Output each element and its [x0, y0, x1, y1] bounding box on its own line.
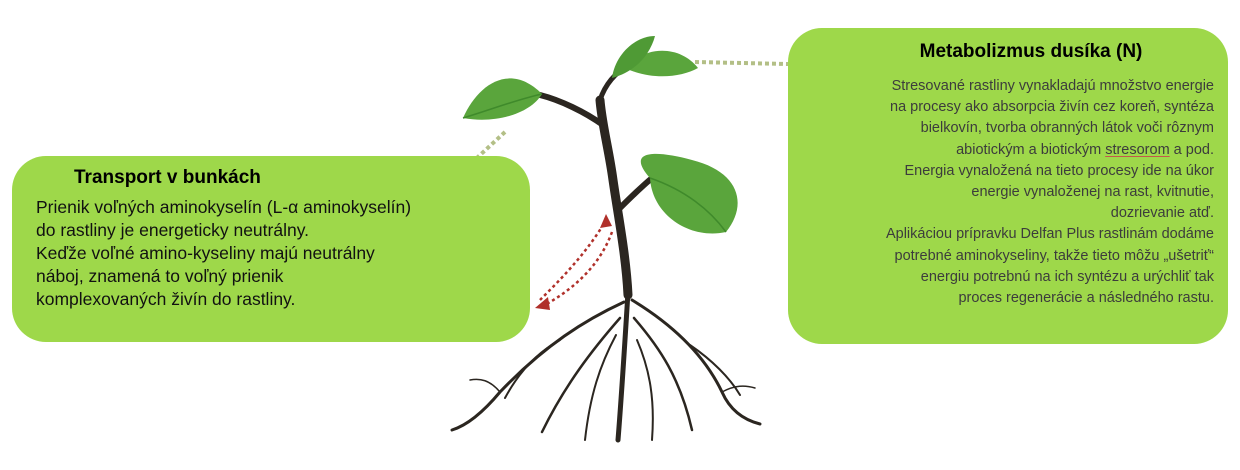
metabolism-line-part: abiotickým a biotickým: [956, 141, 1102, 158]
leaves: [462, 36, 738, 234]
metabolism-box: Metabolizmus dusíka (N) Stresované rastl…: [788, 28, 1228, 344]
root-left-2: [540, 316, 622, 434]
leaf-right-vein: [649, 177, 727, 233]
root-fine-1: [469, 378, 501, 393]
leaf-left: [463, 78, 542, 120]
leaf-left-vein: [462, 93, 543, 119]
metabolism-line: abiotickým a biotickým stresorom a pod.: [808, 140, 1214, 161]
metabolism-line: energie vynaloženej na rast, kvitnutie,: [971, 184, 1214, 201]
root-right-4: [689, 344, 741, 396]
leaf-top-back: [612, 36, 655, 78]
transport-line: do rastliny je energeticky neutrálny.: [36, 220, 310, 240]
root-left-3: [584, 334, 617, 441]
curved-arrows: [539, 221, 614, 307]
transport-line: náboj, znamená to voľný prienik: [36, 266, 284, 286]
transport-title: Transport v bunkách: [74, 167, 261, 188]
root-left-4: [504, 339, 561, 399]
root-right-3: [636, 339, 654, 441]
metabolism-line: Stresované rastliny vynakladajú množstvo…: [891, 78, 1214, 94]
transport-line: Prienik voľných aminokyselín (L-α aminok…: [36, 197, 412, 217]
arrow-down: [544, 231, 614, 307]
metabolism-line: potrebné aminokyseliny, takže tieto môžu…: [894, 247, 1214, 264]
transport-line: Keďže voľné amino-kyseliny majú neutráln…: [36, 243, 375, 263]
metabolism-line: Energia vynaložená na tieto procesy ide …: [904, 162, 1214, 179]
root-fine-2: [721, 385, 756, 393]
main-stem: [595, 95, 633, 300]
metabolism-title: Metabolizmus dusíka (N): [919, 41, 1143, 62]
metabolism-line: bielkovín, tvorba obranných látok voči r…: [920, 120, 1214, 137]
arrow-up-head-icon: [600, 214, 612, 228]
branch-right: [615, 175, 655, 213]
transport-box: Transport v bunkách Prienik voľných amin…: [12, 156, 530, 342]
metabolism-line: na procesy ako absorpcia živín cez koreň…: [890, 99, 1214, 116]
stresorom-underlined: stresorom: [1105, 141, 1170, 158]
taproot: [615, 289, 631, 443]
metabolism-line: proces regenerácie a následného rastu.: [958, 290, 1214, 307]
metabolism-line-part: a pod.: [1169, 141, 1214, 158]
metabolism-line: Aplikáciou prípravku Delfan Plus rastlin…: [885, 226, 1214, 243]
branch-left: [537, 92, 606, 128]
arrow-down-head-icon: [535, 297, 550, 310]
root-left-1: [450, 300, 626, 432]
root-right-2: [632, 316, 694, 432]
root-right-1: [630, 298, 762, 426]
metabolism-line: dozrievanie atď.: [1110, 205, 1214, 222]
roots: [450, 289, 762, 443]
leaf-right: [640, 153, 738, 234]
arrow-up: [539, 221, 607, 301]
metabolism-line: energiu potrebnú na ich syntézu a urýchl…: [920, 268, 1214, 285]
transport-line: komplexovaných živín do rastliny.: [36, 289, 296, 309]
